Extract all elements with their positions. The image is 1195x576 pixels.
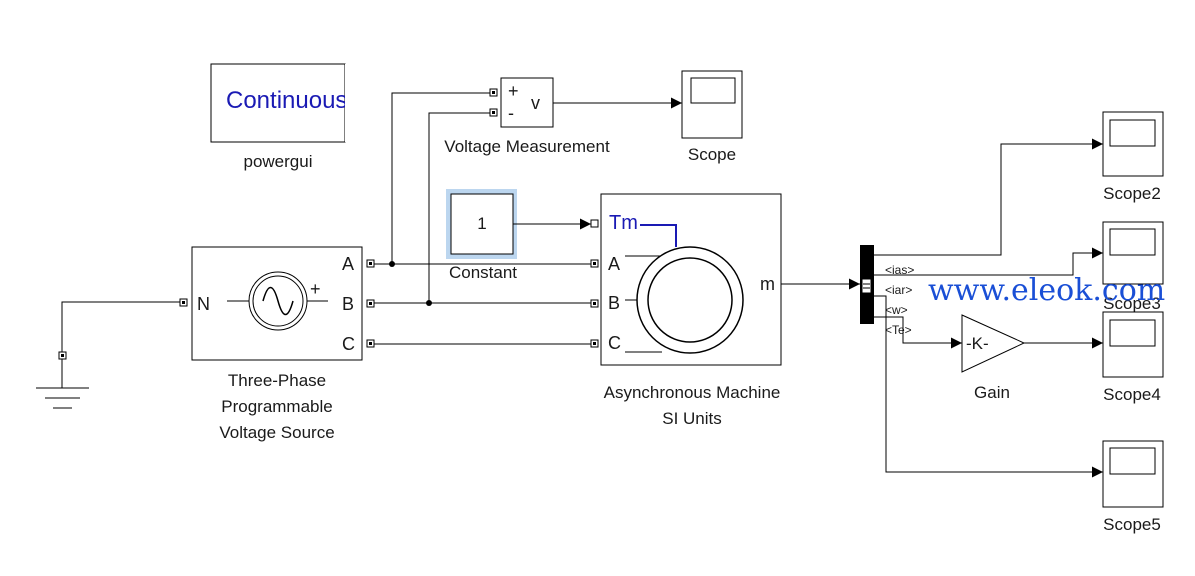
- machine-tm-connector[interactable]: [590, 219, 599, 228]
- vm-plus-port: +: [508, 81, 519, 101]
- machine-label-line1: Asynchronous Machine: [604, 383, 781, 402]
- scope2-block[interactable]: [1102, 111, 1164, 177]
- machine-port-c: C: [608, 333, 621, 353]
- scope3-block[interactable]: [1102, 221, 1164, 285]
- gain-label: Gain: [974, 383, 1010, 402]
- powergui-label: powergui: [244, 152, 313, 171]
- gain-block[interactable]: -K-: [961, 314, 1026, 373]
- constant-label: Constant: [449, 263, 517, 282]
- bus-signal-te: <Te>: [885, 323, 912, 337]
- machine-port-a: A: [608, 254, 620, 274]
- watermark-text: www.eleok.com: [928, 273, 1165, 308]
- bus-signal-iar: <iar>: [885, 283, 912, 297]
- machine-port-b: B: [608, 293, 620, 313]
- source-port-n: N: [197, 294, 210, 314]
- machine-port-tm: Tm: [609, 212, 638, 234]
- three-phase-source-block[interactable]: N A B C +: [191, 246, 363, 361]
- source-port-b: B: [342, 294, 354, 314]
- scope4-block[interactable]: [1102, 311, 1164, 378]
- bus-selector-block[interactable]: [860, 245, 874, 324]
- source-plus-sign: +: [310, 279, 321, 299]
- voltage-measurement-block[interactable]: + - v: [500, 77, 554, 128]
- motor-icon: [636, 246, 744, 354]
- scope4-label: Scope4: [1103, 385, 1161, 404]
- powergui-block[interactable]: Continuous: [210, 63, 365, 143]
- source-label-line1: Three-Phase: [228, 371, 326, 390]
- machine-label-line2: SI Units: [662, 409, 722, 428]
- bus-signal-ias: <ias>: [885, 263, 914, 277]
- scope5-block[interactable]: [1102, 440, 1164, 508]
- ground-icon[interactable]: [36, 351, 89, 409]
- source-label-line2: Programmable: [221, 397, 333, 416]
- voltage-measurement-label: Voltage Measurement: [444, 137, 610, 156]
- source-port-c: C: [342, 334, 355, 354]
- scope2-label: Scope2: [1103, 184, 1161, 203]
- source-label-line3: Voltage Source: [219, 423, 334, 442]
- scope3-label: Scope3: [1103, 294, 1161, 313]
- machine-port-m: m: [760, 274, 775, 294]
- bus-signal-w: <w>: [885, 303, 908, 317]
- scope-label: Scope: [688, 145, 736, 164]
- wires: [61, 92, 1103, 478]
- source-port-a: A: [342, 254, 354, 274]
- constant-value: 1: [477, 214, 486, 233]
- constant-block[interactable]: 1: [450, 193, 514, 255]
- vm-output-port: v: [531, 93, 540, 113]
- powergui-display: Continuous: [226, 87, 347, 114]
- vm-minus-port: -: [508, 103, 514, 123]
- scope5-label: Scope5: [1103, 515, 1161, 534]
- asynchronous-machine-block[interactable]: Tm A B C m: [600, 193, 782, 366]
- gain-display: -K-: [966, 334, 989, 353]
- scope-block[interactable]: [681, 70, 743, 139]
